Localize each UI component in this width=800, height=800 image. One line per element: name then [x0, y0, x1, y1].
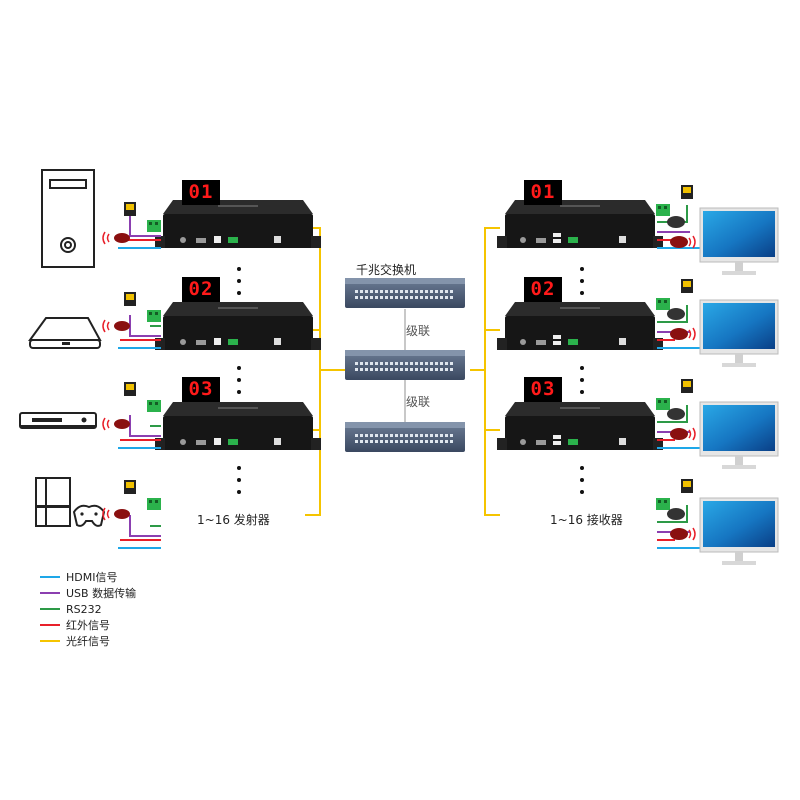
- cascade-label-1: 级联: [406, 324, 431, 338]
- legend-label: 光纤信号: [66, 635, 110, 648]
- dvd-player-icon: [19, 412, 97, 429]
- receiver-id-display-3: 03: [524, 377, 562, 402]
- legend-item-hdmi: HDMI信号: [40, 570, 117, 584]
- legend-swatch: [40, 640, 60, 642]
- legend-label: RS232: [66, 602, 102, 616]
- legend-item-fiber: 光纤信号: [40, 634, 110, 648]
- legend-item-ir: 红外信号: [40, 618, 110, 632]
- switch-ports: [355, 290, 453, 443]
- transmitter-id-display-2: 02: [182, 277, 220, 302]
- legend-item-rs232: RS232: [40, 602, 102, 616]
- continuation-dots: [237, 267, 584, 494]
- receiver-cables: [656, 205, 701, 549]
- receivers-label: 1~16 接收器: [550, 513, 623, 527]
- legend-label: USB 数据传输: [66, 587, 137, 600]
- fiber-bus-left: [305, 227, 345, 516]
- legend-label: 红外信号: [66, 619, 110, 632]
- receiver-port-details: [520, 233, 626, 445]
- monitor-2: [699, 299, 779, 368]
- cascade-label-2: 级联: [406, 395, 431, 409]
- legend-swatch: [40, 624, 60, 626]
- legend-swatch: [40, 576, 60, 578]
- transmitter-id-display-1: 01: [182, 180, 220, 205]
- transmitters-label: 1~16 发射器: [197, 513, 270, 527]
- legend-label: HDMI信号: [66, 571, 118, 584]
- switch-label: 千兆交换机: [356, 263, 417, 277]
- monitor-4: [699, 497, 779, 566]
- monitor-1: [699, 207, 779, 276]
- ir-emitter-icons-left: [102, 231, 131, 521]
- monitor-3: [699, 401, 779, 470]
- pc-tower-icon: [41, 169, 95, 268]
- game-console-icon: [35, 477, 106, 527]
- legend-item-usb: USB 数据传输: [40, 586, 136, 600]
- receiver-id-display-1: 01: [524, 180, 562, 205]
- transmitter-id-display-3: 03: [182, 377, 220, 402]
- legend-swatch: [40, 608, 60, 610]
- receiver-id-display-2: 02: [524, 277, 562, 302]
- fiber-bus-right: [470, 227, 500, 516]
- ir-receiver-and-usb-icons-right: [666, 216, 696, 541]
- legend-swatch: [40, 592, 60, 594]
- transmitter-port-details: [180, 236, 281, 445]
- media-box-icon: [28, 317, 102, 349]
